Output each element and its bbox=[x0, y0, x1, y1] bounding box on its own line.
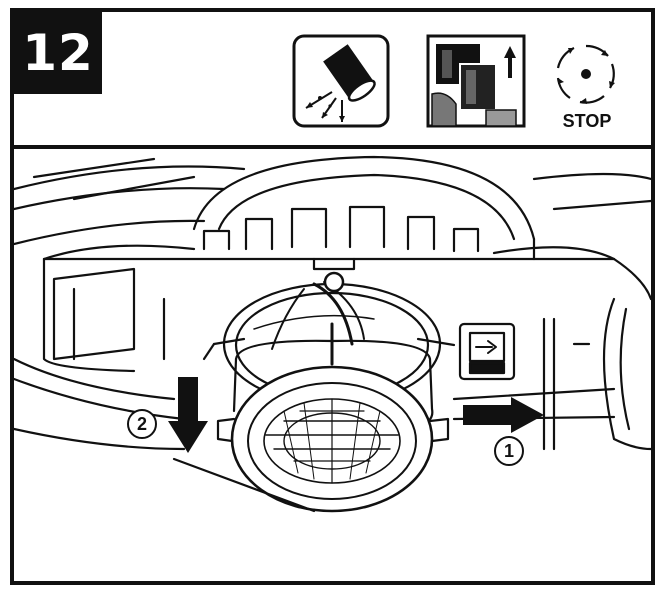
callout-1: 1 bbox=[494, 436, 524, 466]
arrow-1-icon bbox=[463, 397, 544, 433]
arrow-2-icon bbox=[168, 377, 208, 453]
callout-2: 2 bbox=[127, 409, 157, 439]
stop-label: STOP bbox=[562, 111, 612, 131]
discharge-chute-icon bbox=[292, 34, 390, 128]
step-number-badge: 12 bbox=[14, 12, 102, 94]
unplug-battery-icon bbox=[426, 34, 526, 128]
step-header: 12 bbox=[14, 12, 651, 149]
instruction-frame: 12 bbox=[10, 8, 655, 585]
mower-drawing bbox=[14, 155, 651, 513]
mower-illustration: 1 2 bbox=[14, 149, 651, 581]
blade-stop-icon bbox=[556, 44, 615, 104]
